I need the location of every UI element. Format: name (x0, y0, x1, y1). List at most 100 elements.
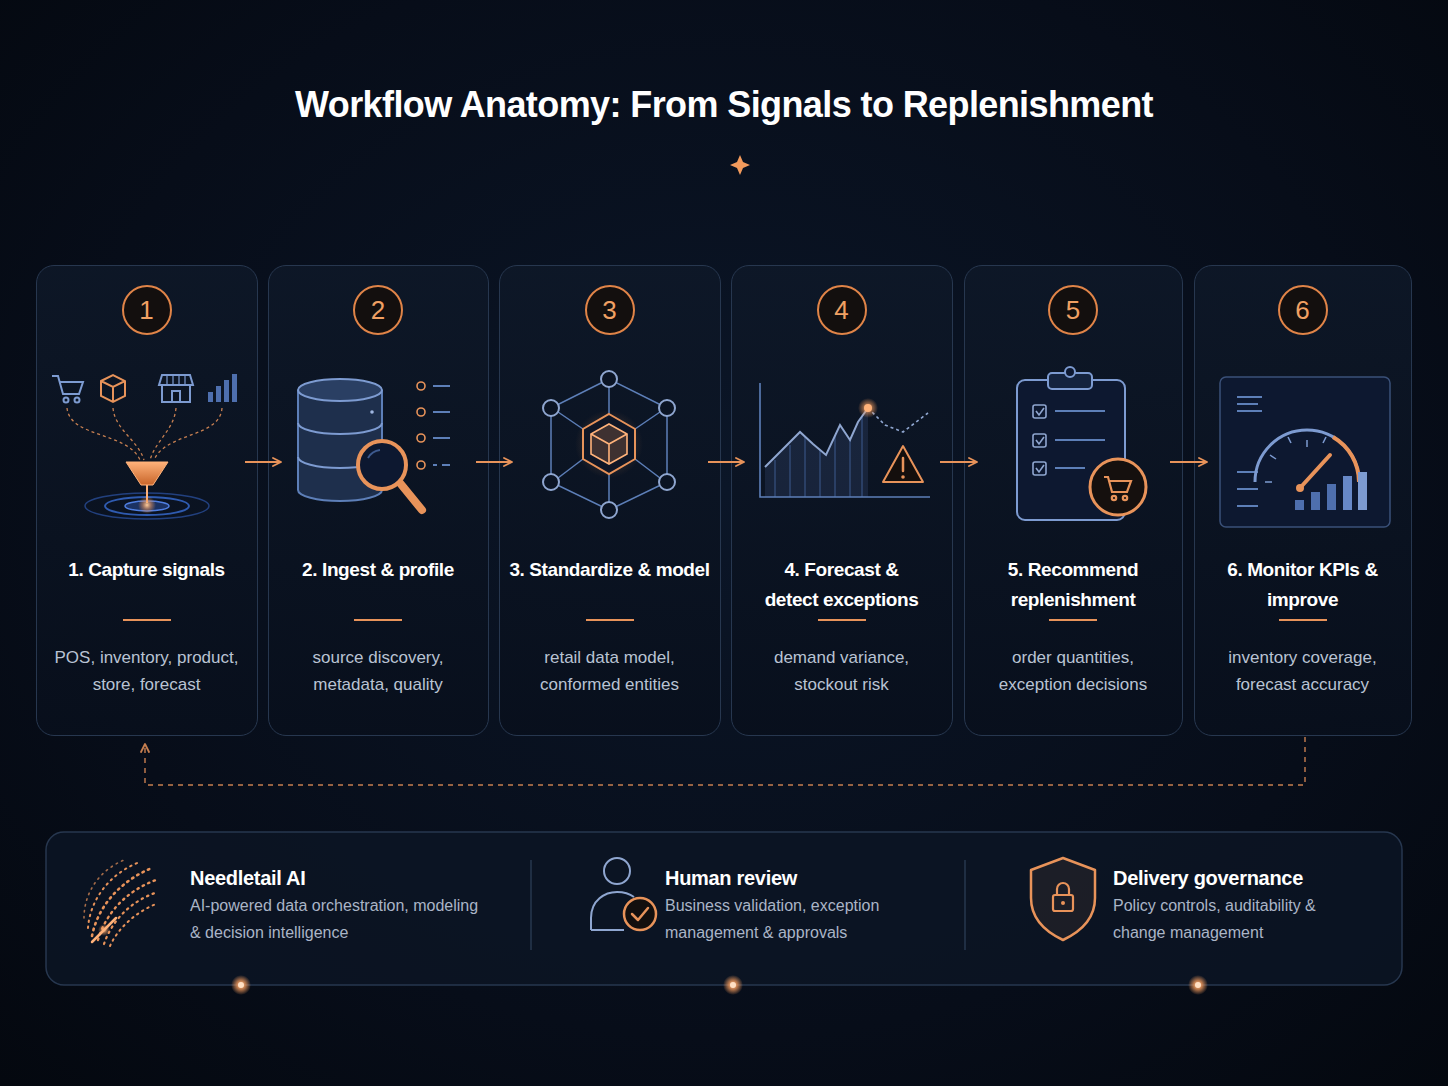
order-clipboard-g-rect (1033, 434, 1046, 447)
forecast-chart-g-line (820, 450, 821, 497)
entity-network-g-circle (659, 400, 675, 416)
title-divider (1049, 619, 1097, 621)
baseline-dot (730, 982, 736, 988)
metadata-list-g-line (433, 464, 437, 466)
ai-swirl-icon-path (104, 892, 158, 944)
database-icon-path (298, 423, 382, 468)
database-icon-circle (370, 444, 374, 448)
order-clipboard-g-path (1036, 408, 1044, 472)
ai-swirl-core (92, 918, 116, 942)
forecast-chart-path (765, 408, 868, 497)
kpi-dashboard-path (1333, 437, 1359, 482)
bars-icon-rect (232, 374, 237, 402)
stage-card: 3. Standardize & model retail data model,… (499, 265, 721, 736)
capability-description: AI-powered data orchestration, modeling … (190, 892, 490, 946)
title-dividers (123, 619, 1327, 621)
store-icon (159, 375, 193, 402)
baseline-glow (723, 975, 743, 995)
store-icon-rect (162, 385, 190, 402)
capability-section: Needletail AIAI-powered data orchestrati… (190, 864, 490, 954)
magnifier-icon (358, 441, 422, 510)
order-clipboard-g-line (1055, 467, 1085, 469)
magnifier-icon-line (400, 483, 422, 510)
kpi-dashboard-g-line (1270, 455, 1276, 459)
metadata-list-g-line (433, 411, 450, 413)
capability-section: Human reviewBusiness validation, excepti… (665, 864, 905, 954)
kpi-dashboard (1220, 377, 1390, 527)
kpi-dashboard-g-line (1237, 505, 1258, 507)
forecast-chart-circle (864, 404, 872, 412)
store-icon-rect (172, 391, 180, 402)
flow-arrow (940, 461, 977, 463)
ai-swirl-icon-path (88, 862, 140, 928)
cart-icon-path (52, 376, 83, 394)
stage-card: 5. Recommend replenishmentorder quantiti… (964, 265, 1183, 736)
forecast-chart-path (868, 408, 928, 432)
forecast-chart-g-line (862, 416, 863, 497)
ornament-star (730, 155, 750, 175)
kpi-dashboard-g-rect (1295, 500, 1304, 510)
metadata-list-g (417, 382, 425, 469)
order-clipboard-g-rect (1033, 462, 1046, 475)
reviewer-icon-circle (624, 898, 656, 930)
kpi-dashboard-g-rect (1311, 492, 1320, 510)
panel-divider (530, 860, 532, 950)
title-divider (354, 619, 402, 621)
entity-network-path (591, 424, 627, 464)
panel-outline (46, 832, 1402, 985)
magnifier-icon-path (368, 450, 380, 458)
step-detail: retail data model, conformed entities (517, 644, 702, 698)
baseline-glow (1188, 975, 1208, 995)
funnel-stream (146, 485, 148, 503)
order-clipboard-circle (1090, 459, 1146, 515)
step-number-badge: 5 (1048, 285, 1098, 335)
entity-network-circle (575, 410, 643, 478)
funnel-glow (138, 496, 156, 514)
kpi-dashboard-path (1255, 430, 1359, 482)
signal-flow-path (113, 408, 144, 460)
forecast-chart-g-line (850, 440, 851, 497)
shield-icon-path (1057, 883, 1069, 895)
flow-arrow (1170, 461, 1207, 463)
kpi-dashboard-g-line (1237, 471, 1258, 473)
step-number: 4 (819, 287, 865, 333)
reviewer-icon-line (591, 929, 624, 931)
order-clipboard-g (1055, 411, 1105, 468)
forecast-chart-g-line (790, 445, 791, 497)
feedback-loop-connector (145, 737, 1305, 785)
entity-network-g-line (558, 459, 583, 478)
capability-heading: Delivery governance (1113, 864, 1333, 892)
forecast-chart-line (902, 458, 905, 471)
step-number: 2 (355, 287, 401, 333)
entity-network-g (543, 371, 675, 518)
cart-icon-circle (75, 398, 80, 403)
ai-swirl-icon-path (84, 860, 124, 918)
step-title: 3. Standardize & model (503, 555, 717, 585)
bars-icon (208, 374, 237, 402)
shield-icon-path (1031, 858, 1095, 940)
step-detail: inventory coverage, forecast accuracy (1210, 644, 1395, 698)
title-ornament (612, 155, 868, 175)
entity-network-g (551, 379, 667, 510)
forecast-chart-circle (858, 398, 878, 418)
baseline-glow (231, 975, 251, 995)
title-divider (818, 619, 866, 621)
entity-network-g-circle (601, 371, 617, 387)
governance-panel (46, 832, 1402, 995)
kpi-dashboard-g-rect (1358, 472, 1367, 510)
metadata-list-g-circle (417, 461, 425, 469)
entity-network-g-circle (543, 474, 559, 490)
database-icon (298, 379, 382, 501)
step-number-badge: 3 (585, 285, 635, 335)
entity-network-g-circle (601, 502, 617, 518)
forecast-chart-g-line (775, 460, 776, 497)
step-number-badge: 4 (817, 285, 867, 335)
order-clipboard-g-circle (1112, 496, 1116, 500)
kpi-dashboard-g-line (1306, 440, 1308, 447)
metadata-list-g-circle (417, 408, 425, 416)
signal-flow-path (150, 408, 176, 460)
cart-icon-circle (64, 398, 69, 403)
order-clipboard (1017, 367, 1146, 520)
